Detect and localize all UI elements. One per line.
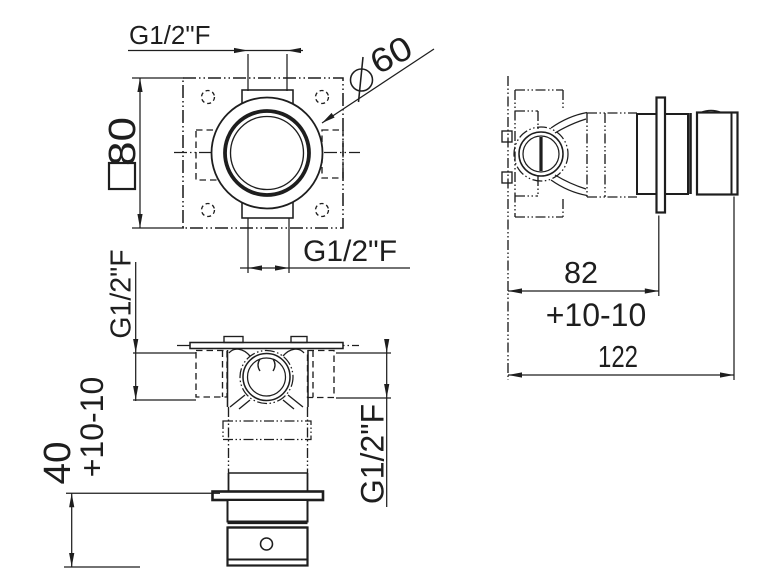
top-left-thread-label: G1/2"F	[106, 249, 138, 338]
dim-top-left-thread: G1/2"F	[106, 249, 196, 401]
corner-hole	[314, 202, 330, 218]
front-top-thread-label: G1/2"F	[129, 20, 210, 50]
front-view: G1/2"F 80 60 G1/2"F	[102, 20, 435, 273]
diameter-symbol-slash	[357, 56, 364, 103]
side-view: 82 +10-10 122	[501, 76, 739, 380]
dim-top-handle-depth: +10-10 40	[37, 377, 220, 568]
valve-ring	[223, 109, 311, 197]
valve-inner-circle	[229, 115, 305, 191]
handle-upper	[226, 499, 309, 523]
port-right	[321, 129, 344, 179]
top-handle-depth-label: 40	[37, 442, 79, 485]
cartridge-outline	[239, 349, 294, 405]
plate-tab	[223, 335, 244, 344]
side-tolerance-label: +10-10	[546, 297, 647, 333]
cartridge-inner	[246, 357, 287, 397]
corner-hole	[200, 89, 216, 105]
plate-tab	[501, 130, 513, 143]
wall-tube	[586, 112, 637, 198]
handle-top-bump	[700, 109, 722, 114]
side-depth-label: 82	[564, 255, 598, 290]
plate-tab	[501, 171, 513, 184]
mounting-plate-edge	[189, 341, 344, 350]
front-diameter-label: 60	[364, 29, 419, 82]
valve-outer-circle	[210, 96, 324, 210]
escutcheon-flange	[211, 490, 325, 502]
escutcheon-plate	[655, 96, 667, 214]
side-total-label: 122	[598, 339, 638, 374]
front-bottom-thread-label: G1/2"F	[303, 235, 397, 268]
set-screw	[259, 537, 274, 551]
square-symbol	[107, 161, 137, 191]
corner-hole	[200, 202, 216, 218]
body-wings	[550, 111, 588, 197]
dim-front-bottom-thread: G1/2"F	[240, 218, 410, 273]
corner-hole	[314, 89, 330, 105]
dim-front-diameter: 60	[321, 29, 435, 124]
top-tolerance-label: +10-10	[74, 377, 110, 478]
dim-top-right-thread: G1/2"F	[336, 339, 391, 507]
valve-body-outline	[514, 89, 564, 218]
top-right-thread-label: G1/2"F	[355, 404, 391, 504]
dim-front-top-thread: G1/2"F	[128, 20, 303, 91]
cartridge-circle	[242, 352, 291, 402]
port-right	[306, 349, 335, 399]
cartridge-outline	[513, 126, 569, 182]
port-left	[195, 349, 228, 398]
cartridge-inner	[522, 135, 560, 173]
dim-front-plate-size: 80	[102, 77, 184, 229]
top-view: G1/2"F +10-10 40 G1/2"F	[37, 249, 391, 568]
dim-side-total: 122	[508, 196, 735, 380]
dim-side-depth: 82 +10-10	[508, 215, 660, 333]
plate-tab	[290, 335, 308, 344]
cartridge-slot	[257, 358, 276, 372]
wall-zone	[222, 420, 312, 441]
body-wings	[228, 348, 305, 410]
front-plate-size-label: 80	[102, 117, 144, 166]
